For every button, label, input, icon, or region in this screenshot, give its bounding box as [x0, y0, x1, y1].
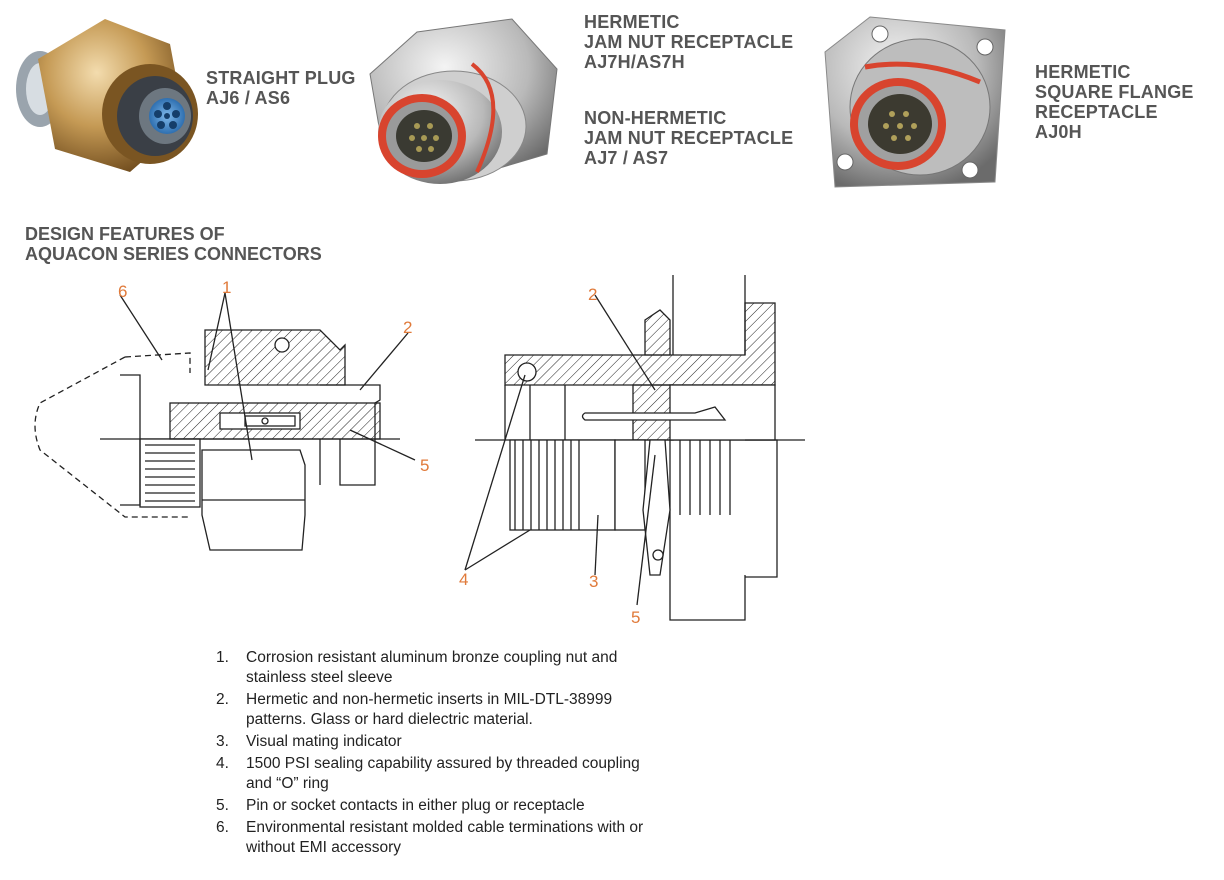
callout-5: 5: [420, 456, 429, 475]
item-text: Pin or socket contacts in either plug or…: [246, 797, 585, 814]
non-hermetic-jam-nut-label: NON-HERMETIC JAM NUT RECEPTACLE AJ7 / AS…: [584, 108, 793, 168]
square-flange-receptacle-photo: [824, 16, 1006, 188]
callout-5: 5: [631, 608, 640, 627]
item-text: Hermetic and non-hermetic inserts in MIL…: [246, 691, 613, 708]
list-item: 2. Hermetic and non-hermetic inserts in …: [216, 690, 736, 730]
label-line: STRAIGHT PLUG: [206, 68, 356, 88]
label-line: JAM NUT RECEPTACLE: [584, 32, 794, 52]
callout-4: 4: [459, 570, 468, 589]
callout-2: 2: [403, 318, 412, 337]
label-line: SQUARE FLANGE: [1035, 82, 1194, 102]
label-line: HERMETIC: [584, 12, 680, 32]
item-number: 1.: [216, 649, 229, 666]
list-item: 4. 1500 PSI sealing capability assured b…: [216, 754, 736, 794]
heading-line: DESIGN FEATURES OF: [25, 224, 225, 244]
callout-6: 6: [118, 282, 127, 301]
list-item: 1. Corrosion resistant aluminum bronze c…: [216, 648, 736, 688]
item-number: 4.: [216, 755, 229, 772]
section-heading: DESIGN FEATURES OF AQUACON SERIES CONNEC…: [25, 224, 322, 264]
item-text: Corrosion resistant aluminum bronze coup…: [246, 649, 618, 666]
label-line: HERMETIC: [1035, 62, 1131, 82]
label-line: AJ7H/AS7H: [584, 52, 685, 72]
item-number: 2.: [216, 691, 229, 708]
callout-2: 2: [588, 285, 597, 304]
hermetic-jam-nut-label: HERMETIC JAM NUT RECEPTACLE AJ7H/AS7H: [584, 12, 793, 72]
straight-plug-label: STRAIGHT PLUG AJ6 / AS6: [206, 68, 356, 108]
item-text: Environmental resistant molded cable ter…: [246, 819, 644, 836]
label-line: JAM NUT RECEPTACLE: [584, 128, 794, 148]
jam-nut-receptacle-photo: [369, 18, 558, 184]
list-item: 6. Environmental resistant molded cable …: [216, 818, 736, 858]
label-line: AJ6 / AS6: [206, 88, 291, 108]
list-item: 3. Visual mating indicator: [216, 732, 736, 752]
label-line: AJ0H: [1035, 122, 1082, 142]
label-line: AJ7 / AS7: [584, 148, 669, 168]
item-text: without EMI accessory: [246, 839, 402, 856]
heading-line: AQUACON SERIES CONNECTORS: [25, 244, 322, 264]
item-number: 6.: [216, 819, 229, 836]
list-item: 5. Pin or socket contacts in either plug…: [216, 796, 736, 816]
item-text: patterns. Glass or hard dielectric mater…: [246, 711, 533, 728]
label-line: RECEPTACLE: [1035, 102, 1158, 122]
callout-1: 1: [222, 278, 231, 297]
item-text: and “O” ring: [246, 775, 329, 792]
item-text: Visual mating indicator: [246, 733, 402, 750]
item-text: stainless steel sleeve: [246, 669, 393, 686]
item-number: 5.: [216, 797, 229, 814]
straight-plug-photo: [16, 19, 198, 172]
plug-cross-section-diagram: 6 1 2 5: [34, 278, 429, 551]
callout-3: 3: [589, 572, 598, 591]
label-line: NON-HERMETIC: [584, 108, 727, 128]
item-text: 1500 PSI sealing capability assured by t…: [246, 755, 640, 772]
square-flange-label: HERMETIC SQUARE FLANGE RECEPTACLE AJ0H: [1035, 62, 1194, 142]
receptacle-cross-section-diagram: 2 4 3 5: [459, 275, 805, 627]
item-number: 3.: [216, 733, 229, 750]
feature-list: 1. Corrosion resistant aluminum bronze c…: [216, 648, 736, 860]
